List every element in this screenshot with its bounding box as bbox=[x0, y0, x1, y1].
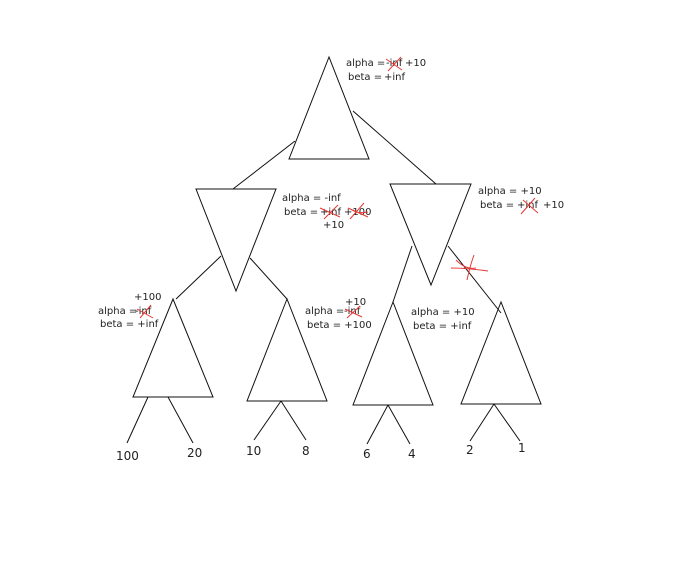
max-node-2 bbox=[246, 297, 328, 402]
prune-cut-mark bbox=[455, 259, 477, 269]
max3-alpha: alpha = +10 bbox=[411, 307, 475, 318]
edge bbox=[493, 403, 521, 442]
edge bbox=[392, 245, 413, 303]
root-max-node bbox=[288, 55, 370, 160]
max2-alpha-new: +10 bbox=[345, 297, 366, 308]
min-right-beta-new: +10 bbox=[543, 200, 564, 211]
strike-mark bbox=[520, 197, 539, 215]
edge bbox=[352, 110, 437, 185]
max1-alpha-label: alpha = bbox=[98, 306, 137, 317]
edge bbox=[253, 400, 282, 441]
strike-mark bbox=[347, 202, 369, 220]
root-beta-value: +inf bbox=[384, 72, 405, 83]
strike-mark bbox=[385, 56, 403, 72]
max-node-1 bbox=[132, 297, 214, 398]
edge bbox=[280, 400, 307, 441]
prune-cut-mark bbox=[450, 267, 489, 272]
edge bbox=[232, 140, 296, 190]
prune-cut-mark bbox=[466, 254, 475, 281]
root-alpha-label: alpha = bbox=[346, 58, 385, 69]
root-beta-label: beta = bbox=[348, 72, 382, 83]
min-node-right bbox=[389, 183, 472, 287]
leaf-value: 8 bbox=[302, 444, 310, 458]
edge bbox=[249, 257, 288, 300]
max-node-3 bbox=[352, 300, 434, 406]
min-right-alpha: alpha = +10 bbox=[478, 186, 542, 197]
root-alpha-new: +10 bbox=[405, 58, 426, 69]
min-left-beta-label: beta = bbox=[284, 207, 318, 218]
leaf-value: 4 bbox=[408, 447, 416, 461]
max2-beta: beta = +100 bbox=[307, 320, 372, 331]
leaf-value: 100 bbox=[116, 449, 139, 463]
strike-mark bbox=[319, 204, 341, 220]
min-right-beta-struck: +inf bbox=[517, 200, 538, 211]
max3-beta: beta = +inf bbox=[413, 321, 472, 332]
edge bbox=[469, 403, 495, 442]
max1-alpha-new: +100 bbox=[134, 292, 161, 303]
leaf-value: 20 bbox=[187, 446, 202, 460]
strike-mark bbox=[344, 305, 363, 319]
min-left-beta-new: +10 bbox=[323, 220, 344, 231]
max-node-4 bbox=[460, 300, 542, 405]
min-right-beta-label: beta = bbox=[480, 200, 514, 211]
leaf-value: 2 bbox=[466, 443, 474, 457]
leaf-value: 10 bbox=[246, 444, 261, 458]
max1-alpha-struck: -inf bbox=[135, 306, 152, 317]
strike-mark bbox=[136, 304, 154, 319]
edge bbox=[126, 396, 149, 444]
edge bbox=[387, 404, 411, 445]
max1-beta: beta = +inf bbox=[100, 319, 159, 330]
min-node-left bbox=[195, 188, 277, 293]
pruned-edge bbox=[447, 245, 502, 314]
min-left-alpha: alpha = -inf bbox=[282, 193, 341, 204]
edge bbox=[175, 255, 222, 300]
max2-alpha-struck: -inf bbox=[344, 306, 361, 317]
leaf-value: 6 bbox=[363, 447, 371, 461]
leaf-value: 1 bbox=[518, 441, 526, 455]
edge bbox=[167, 396, 194, 444]
max2-alpha-label: alpha = bbox=[305, 306, 344, 317]
edge bbox=[366, 404, 389, 445]
